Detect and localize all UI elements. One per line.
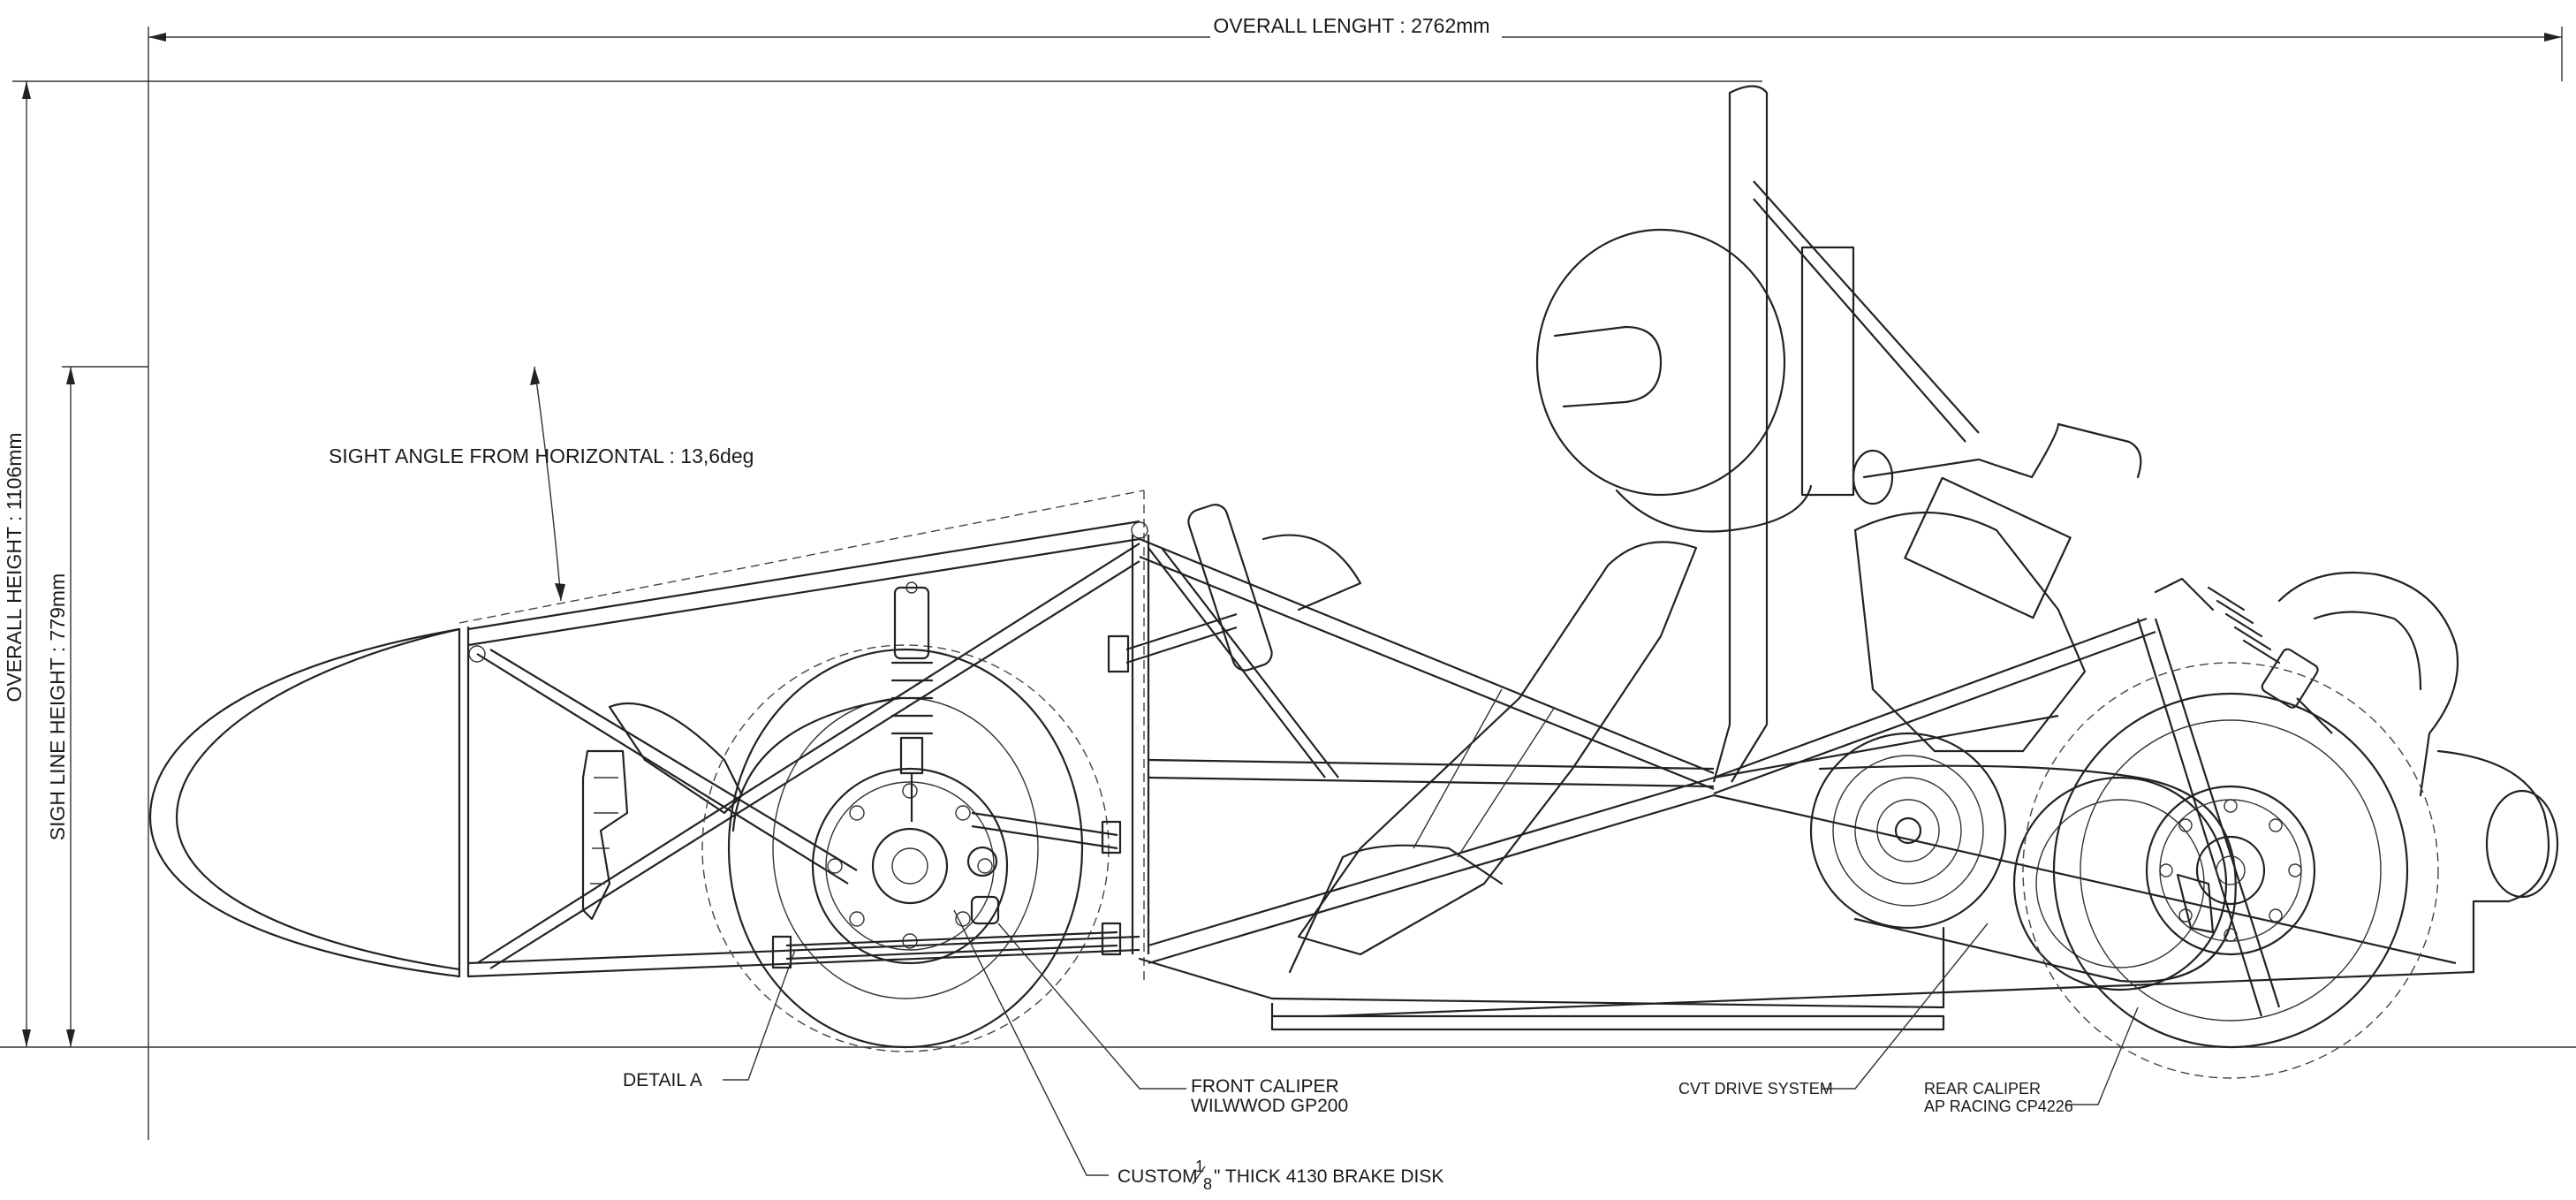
sight-line-height-label: SIGH LINE HEIGHT : 779mm	[46, 573, 69, 840]
cvt-drive-system-label: CVT DRIVE SYSTEM	[1678, 1080, 1833, 1097]
leader-lines	[723, 909, 2139, 1176]
overall-height-label: OVERALL HEIGHT : 1106mm	[3, 432, 26, 702]
brake-disk-fraction-denominator: 8	[1203, 1175, 1212, 1193]
brake-disk-label-suffix: " THICK 4130 BRAKE DISK	[1214, 1166, 1443, 1187]
driver-helmet	[1535, 228, 1813, 533]
front-wheel	[701, 644, 1110, 1052]
steering-column	[1125, 504, 1362, 672]
overall-height-dimension: OVERALL HEIGHT : 1106mm	[3, 80, 1762, 1047]
front-caliper-model: WILWWOD GP200	[1191, 1096, 1348, 1116]
front-suspension-arms	[771, 634, 1130, 969]
rear-brake-disk	[2145, 785, 2316, 956]
exhaust-pipe	[2277, 571, 2559, 974]
rear-frame	[1138, 617, 2474, 1031]
rear-wheel	[2022, 662, 2439, 1079]
rear-caliper-model: AP RACING CP4226	[1924, 1097, 2073, 1115]
seat	[1288, 541, 1698, 974]
front-shock-absorber	[890, 581, 934, 822]
rear-caliper-label: REAR CALIPER	[1924, 1080, 2041, 1097]
brake-disk-fraction-numerator: 1	[1195, 1158, 1204, 1175]
sight-line-height-dimension: SIGH LINE HEIGHT : 779mm	[46, 366, 148, 1047]
front-brake-disk	[811, 767, 1009, 965]
cvt-drive-system	[1809, 732, 2237, 991]
pedal-assembly	[581, 702, 744, 921]
nose-cone	[148, 626, 470, 978]
detail-a-label: DETAIL A	[623, 1070, 702, 1090]
main-roll-hoop	[1712, 85, 1980, 783]
overall-length-dimension: OVERALL LENGHT : 2762mm	[148, 14, 2563, 81]
engine-block	[1852, 422, 2142, 753]
overall-length-label: OVERALL LENGHT : 2762mm	[1213, 14, 1489, 37]
sight-angle-label: SIGHT ANGLE FROM HORIZONTAL : 13,6deg	[329, 444, 754, 467]
front-caliper-label: FRONT CALIPER	[1191, 1076, 1339, 1097]
sight-angle-indicator: SIGHT ANGLE FROM HORIZONTAL : 13,6deg	[329, 366, 754, 602]
brake-disk-label-prefix: CUSTOM	[1118, 1166, 1198, 1187]
front-frame	[458, 490, 1715, 981]
